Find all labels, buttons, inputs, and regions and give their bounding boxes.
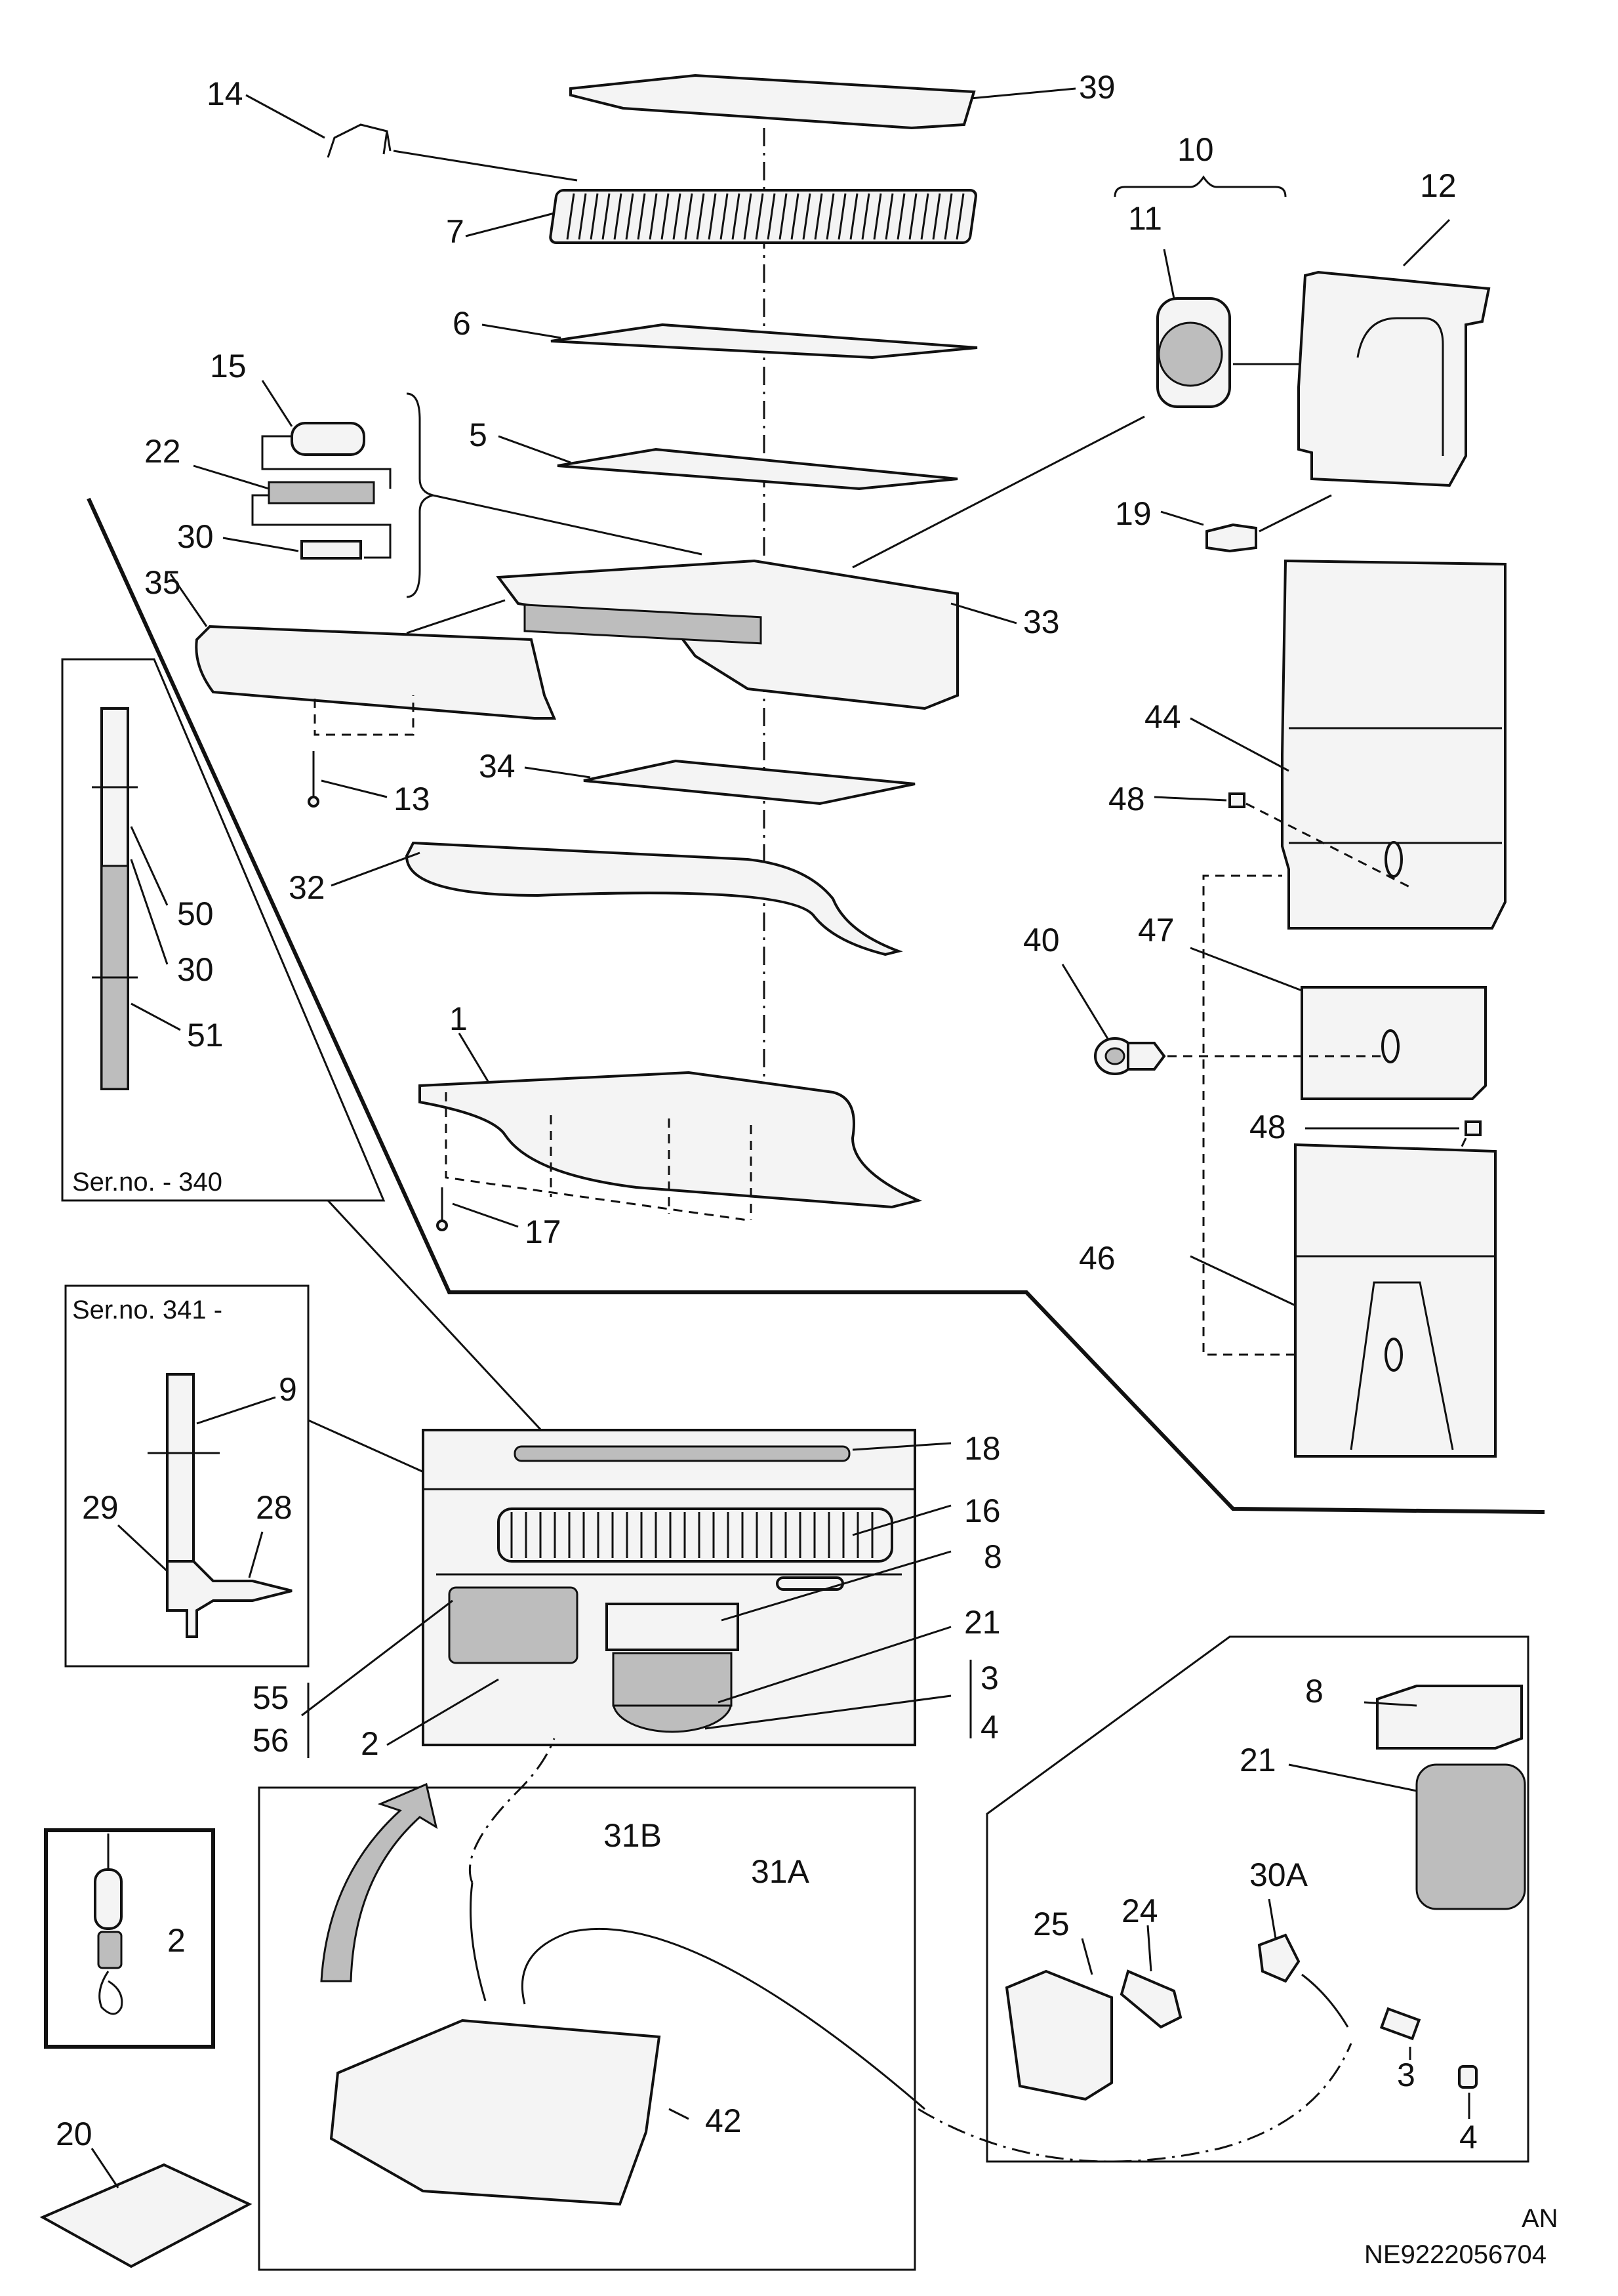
callout-21: 21: [964, 1604, 1001, 1641]
callout-7: 7: [446, 213, 464, 250]
callout-34: 34: [479, 748, 516, 785]
callout-32: 32: [289, 869, 325, 906]
callout-24: 24: [1122, 1893, 1158, 1929]
part-12-fan-housing: [1297, 218, 1491, 487]
part-10-fan-assembly: [1114, 175, 1312, 408]
callout-3b: 3: [1397, 2057, 1415, 2093]
part-13-screw: [308, 751, 388, 808]
callout-15: 15: [210, 348, 247, 384]
part-6-wire-shelf: [481, 323, 978, 359]
part-14-clip: [245, 94, 578, 182]
callout-31a: 31A: [751, 1853, 810, 1890]
part-46-lower-panel: [1190, 874, 1497, 1458]
callout-8b: 8: [1305, 1673, 1324, 1710]
callout-39: 39: [1079, 69, 1116, 106]
callout-4b: 4: [1459, 2119, 1478, 2156]
part-32-drip-tray: [331, 841, 903, 956]
part-40-plug: [1061, 964, 1381, 1075]
callout-22: 22: [144, 433, 181, 470]
part-19-block: [1160, 494, 1332, 553]
callout-5: 5: [469, 417, 487, 453]
power-supply-box: [258, 1738, 925, 2271]
part-47-middle-panel: [1190, 947, 1487, 1100]
callout-30: 30: [177, 518, 214, 555]
callout-25: 25: [1033, 1906, 1070, 1942]
callout-6: 6: [453, 305, 471, 342]
callout-1: 1: [449, 1000, 468, 1037]
callout-14: 14: [207, 75, 243, 112]
ser-no-340-label: Ser.no. - 340: [72, 1168, 222, 1197]
callout-4: 4: [981, 1709, 999, 1746]
part-7-evaporator-coil: [465, 189, 977, 244]
callout-31b: 31B: [603, 1817, 662, 1854]
callout-47: 47: [1138, 912, 1175, 949]
callout-30b: 30: [177, 951, 214, 988]
callout-35: 35: [144, 564, 181, 601]
ser-no-341-label: Ser.no. 341 -: [72, 1296, 222, 1324]
part-44-rear-panel: [1190, 559, 1507, 930]
footer-lang-code: AN: [1522, 2204, 1558, 2233]
callout-42: 42: [705, 2102, 742, 2139]
callout-29: 29: [82, 1489, 119, 1526]
callout-10: 10: [1177, 131, 1214, 168]
callout-48-lower: 48: [1249, 1109, 1286, 1145]
part-35-grille: [169, 573, 557, 736]
part-20-manual: [39, 2148, 253, 2268]
callout-28: 28: [256, 1489, 293, 1526]
callout-17: 17: [525, 1214, 561, 1250]
callout-30a: 30A: [1249, 1856, 1308, 1893]
callout-51: 51: [187, 1017, 224, 1054]
part-48-tab-upper: [1154, 792, 1414, 890]
part-39-top-cover: [569, 73, 1076, 130]
callout-11: 11: [1128, 200, 1162, 237]
compressor-detail-box: [918, 1635, 1529, 2163]
callout-48-upper: 48: [1108, 781, 1145, 817]
cabinet-rear-assembly: [301, 1429, 972, 1758]
part-34-plate: [524, 759, 916, 806]
callout-40: 40: [1023, 922, 1060, 958]
callout-9: 9: [279, 1371, 297, 1408]
callout-18: 18: [964, 1430, 1001, 1467]
callout-44: 44: [1144, 699, 1181, 735]
callout-20: 20: [56, 2116, 92, 2152]
callout-33: 33: [1023, 604, 1060, 640]
callout-3: 3: [981, 1660, 999, 1696]
callout-12: 12: [1420, 167, 1457, 204]
callout-50: 50: [177, 895, 214, 932]
part-5-plate: [498, 435, 958, 491]
footer-document-code: NE9222056704: [1364, 2240, 1547, 2269]
callout-2b: 2: [167, 1922, 186, 1959]
callout-21b: 21: [1240, 1742, 1276, 1778]
part-1-bottom-tray: [418, 1033, 923, 1231]
callout-16: 16: [964, 1492, 1001, 1529]
callout-19: 19: [1115, 495, 1152, 532]
ser-no-341-box: [64, 1284, 630, 1668]
callout-56: 56: [253, 1722, 289, 1759]
callout-55: 55: [253, 1679, 289, 1716]
callout-46: 46: [1079, 1240, 1116, 1277]
section-divider: [87, 497, 1545, 1514]
callout-labels: 39 14 7 10 11 12 6 15 5 22 19 30 35 33 4…: [56, 69, 1558, 2269]
part-33-evaporator-housing: [496, 415, 1145, 710]
part-15-22-30-kit: [193, 380, 702, 598]
callout-8: 8: [984, 1538, 1002, 1575]
part-2-detail-box: [44, 1828, 215, 2049]
callout-13: 13: [394, 781, 430, 817]
callout-2: 2: [361, 1725, 379, 1762]
